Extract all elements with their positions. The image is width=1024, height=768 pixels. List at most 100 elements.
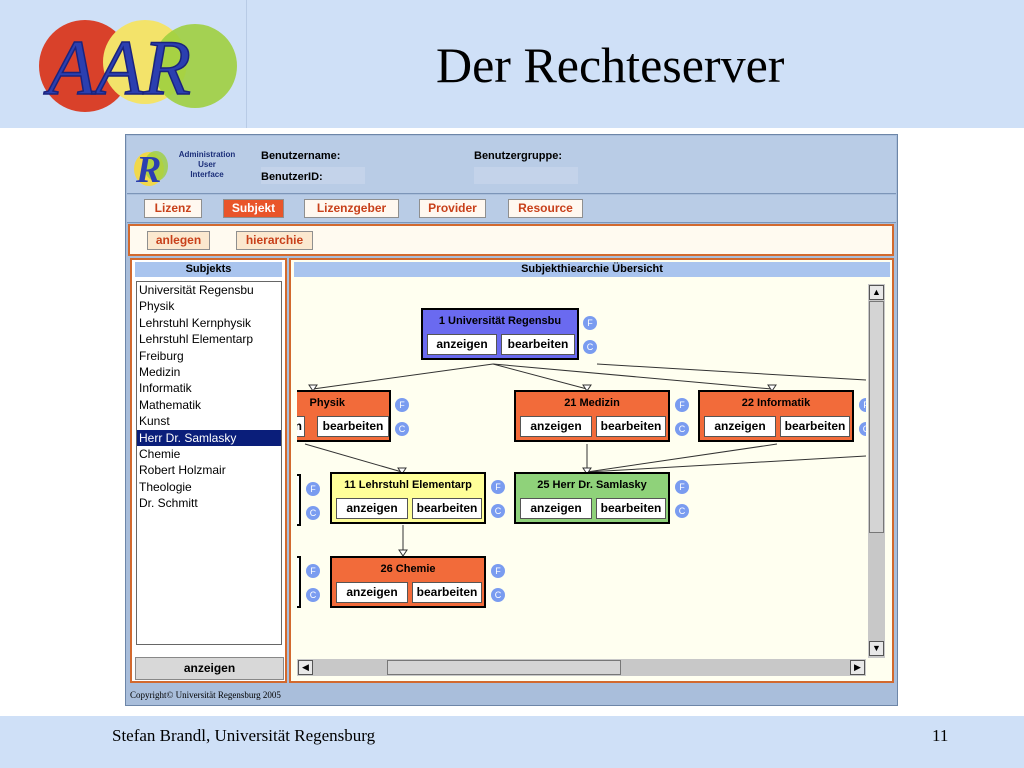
menu-resource[interactable]: Resource [508,199,583,218]
badge-f-icon[interactable]: F [583,316,597,330]
vertical-scroll-thumb[interactable] [869,301,884,533]
scroll-down-icon[interactable]: ▼ [869,641,884,656]
node-title: 11 Lehrstuhl Elementarp [344,479,472,491]
node-show-button[interactable]: anzeigen [427,334,497,355]
action-bar: anlegen hierarchie [128,224,894,256]
node-show-button[interactable]: n [297,416,305,437]
usergroup-field [474,167,578,184]
list-item[interactable]: Robert Holzmair [139,463,226,478]
node-edit-button[interactable]: bearbeiten [596,498,666,519]
scroll-up-icon[interactable]: ▲ [869,285,884,300]
badge-c-icon[interactable]: C [859,422,866,436]
hierarchie-button[interactable]: hierarchie [236,231,313,250]
badge-c-icon[interactable]: C [491,588,505,602]
badge-f-icon[interactable]: F [395,398,409,412]
badge-c-icon[interactable]: C [395,422,409,436]
badge-f-icon[interactable]: F [306,564,320,578]
node-edit-button[interactable]: bearbeiten [317,416,389,437]
node-edit-button[interactable]: bearbeiten [501,334,575,355]
list-item[interactable]: Freiburg [139,348,184,363]
vertical-scrollbar[interactable]: ▲ ▼ [868,284,885,658]
node-partial [297,474,301,526]
copyright-text: Copyright© Universität Regensburg 2005 [130,690,281,700]
node-11: 11 Lehrstuhl Elementarp anzeigen bearbei… [330,472,486,524]
badge-f-icon[interactable]: F [491,480,505,494]
list-item[interactable]: Informatik [139,381,192,396]
list-item[interactable]: Lehrstuhl Elementarp [139,332,254,347]
page-number: 11 [932,726,949,745]
list-item[interactable]: Mathematik [139,397,202,412]
subjects-list[interactable]: Universität Regensbu Physik Lehrstuhl Ke… [136,281,282,645]
hierarchy-connectors [304,363,866,557]
badge-f-icon[interactable]: F [491,564,505,578]
node-title: 22 Informatik [741,397,811,409]
usergroup-label: Benutzergruppe: [474,150,562,162]
node-1: 1 Universität Regensbu anzeigen bearbeit… [421,308,579,360]
node-edit-button[interactable]: bearbeiten [412,498,482,519]
node-edit-button[interactable]: bearbeiten [596,416,666,437]
subjects-panel-title: Subjekts [135,262,282,277]
list-item[interactable]: Theologie [139,479,192,494]
node-title: 26 Chemie [380,563,436,575]
list-item[interactable]: Universität Regensbu [139,283,254,297]
badge-f-icon[interactable]: F [675,480,689,494]
subjects-panel: Subjekts Universität Regensbu Physik Leh… [130,258,287,683]
list-item[interactable]: Physik [139,299,175,314]
menu-lizenzgeber[interactable]: Lizenzgeber [304,199,399,218]
node-edit-button[interactable]: bearbeiten [412,582,482,603]
badge-f-icon[interactable]: F [859,398,866,412]
scroll-right-icon[interactable]: ▶ [850,660,865,675]
node-22: 22 Informatik anzeigen bearbeiten [698,390,854,442]
badge-f-icon[interactable]: F [306,482,320,496]
scroll-left-icon[interactable]: ◀ [298,660,313,675]
footer-author: Stefan Brandl, Universität Regensburg [112,726,376,745]
node-show-button[interactable]: anzeigen [336,582,408,603]
list-item[interactable]: Kunst [139,414,170,429]
horizontal-scrollbar[interactable]: ◀ ▶ [297,659,866,676]
app-logo-text: Administration User Interface [178,150,236,179]
userid-field [261,167,365,184]
node-show-button[interactable]: anzeigen [520,498,592,519]
anzeigen-button[interactable]: anzeigen [135,657,284,680]
badge-f-icon[interactable]: F [675,398,689,412]
app-header: R Administration User Interface Benutzer… [127,136,896,194]
hierarchy-panel-title: Subjekthiearchie Übersicht [294,262,890,277]
badge-c-icon[interactable]: C [306,506,320,520]
badge-c-icon[interactable]: C [675,422,689,436]
node-show-button[interactable]: anzeigen [520,416,592,437]
slide-title: Der Rechteserver [436,37,785,93]
node-title: 25 Herr Dr. Samlasky [537,479,647,491]
r-logo-icon: R [134,149,168,188]
list-item[interactable]: Lehrstuhl Kernphysik [139,315,252,330]
node-25: 25 Herr Dr. Samlasky anzeigen bearbeiten [514,472,670,524]
node-show-button[interactable]: anzeigen [704,416,776,437]
menu-subjekt[interactable]: Subjekt [223,199,284,218]
logo-box: AAR [0,0,247,128]
list-item-selected[interactable]: Herr Dr. Samlasky [137,429,281,446]
node-21: 21 Medizin anzeigen bearbeiten [514,390,670,442]
menu-provider[interactable]: Provider [419,199,486,218]
list-item[interactable]: Dr. Schmitt [139,496,198,511]
userid-label: BenutzerID: [261,171,323,183]
node-title: Physik [309,397,345,409]
horizontal-scroll-thumb[interactable] [387,660,621,675]
node-physik: Physik n bearbeiten [297,390,391,442]
node-show-button[interactable]: anzeigen [336,498,408,519]
username-label: Benutzername: [261,150,341,162]
anlegen-button[interactable]: anlegen [147,231,210,250]
hierarchy-canvas[interactable]: 1 Universität Regensbu anzeigen bearbeit… [297,284,866,658]
aar-logo: AAR [39,20,237,112]
list-item[interactable]: Medizin [139,364,181,379]
badge-c-icon[interactable]: C [306,588,320,602]
badge-c-icon[interactable]: C [491,504,505,518]
username-field-bg [261,145,365,162]
app-window: R Administration User Interface Benutzer… [125,134,898,706]
node-title: 21 Medizin [564,397,620,409]
badge-c-icon[interactable]: C [675,504,689,518]
menu-bar: Lizenz Subjekt Lizenzgeber Provider Reso… [127,195,896,223]
badge-c-icon[interactable]: C [583,340,597,354]
node-title: 1 Universität Regensbu [438,315,562,327]
node-edit-button[interactable]: bearbeiten [780,416,850,437]
list-item[interactable]: Chemie [139,446,181,461]
menu-lizenz[interactable]: Lizenz [144,199,202,218]
